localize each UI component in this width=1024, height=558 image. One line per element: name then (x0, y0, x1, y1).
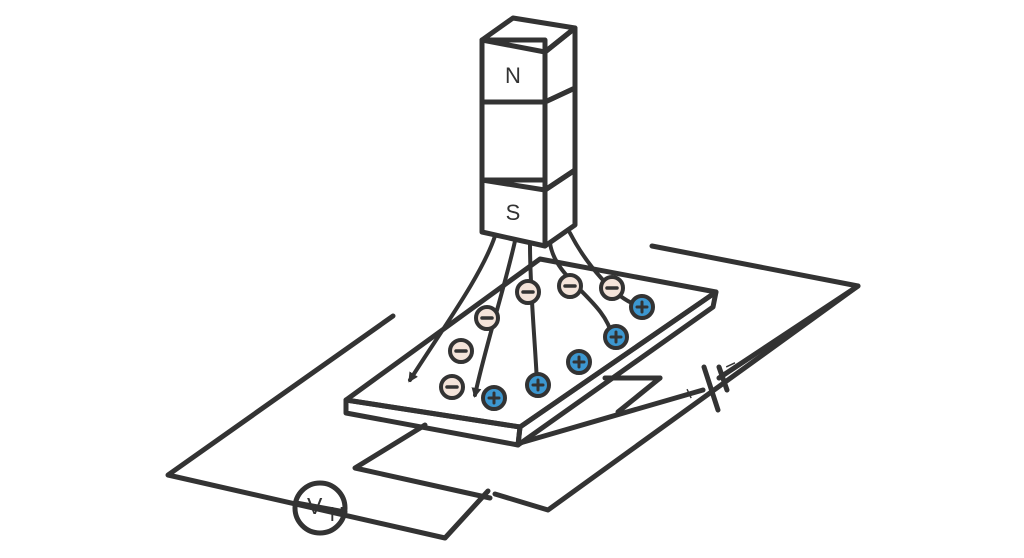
battery-short-plate (716, 364, 730, 393)
conductor-plate (343, 256, 719, 448)
bar-magnet: N S (479, 15, 578, 249)
positive-charge (566, 349, 592, 375)
plate-right-face (515, 289, 719, 448)
positive-charge (629, 294, 655, 320)
magnet-south-label: S (506, 200, 521, 225)
magnet-north-label: N (505, 63, 521, 88)
field-line (408, 234, 497, 383)
positive-charges (481, 294, 655, 411)
battery-long-plate (701, 364, 721, 413)
negative-charges (439, 273, 625, 400)
negative-charge (515, 279, 541, 305)
magnet-south-side (542, 167, 578, 249)
magnet-middle-front (479, 99, 548, 183)
voltmeter-label: V H (307, 493, 344, 526)
magnet-top-face (479, 15, 578, 55)
positive-charge (603, 324, 629, 350)
current-circuit (165, 243, 861, 541)
positive-charge (525, 372, 551, 398)
voltmeter-circle (292, 480, 348, 536)
voltmeter: V H (292, 480, 348, 536)
negative-charge (474, 305, 500, 331)
negative-charge (448, 338, 474, 364)
negative-charge (439, 374, 465, 400)
field-line (528, 243, 539, 385)
negative-charge (557, 273, 583, 299)
battery: + − (679, 353, 741, 413)
positive-charge (481, 385, 507, 411)
negative-charge (599, 275, 625, 301)
